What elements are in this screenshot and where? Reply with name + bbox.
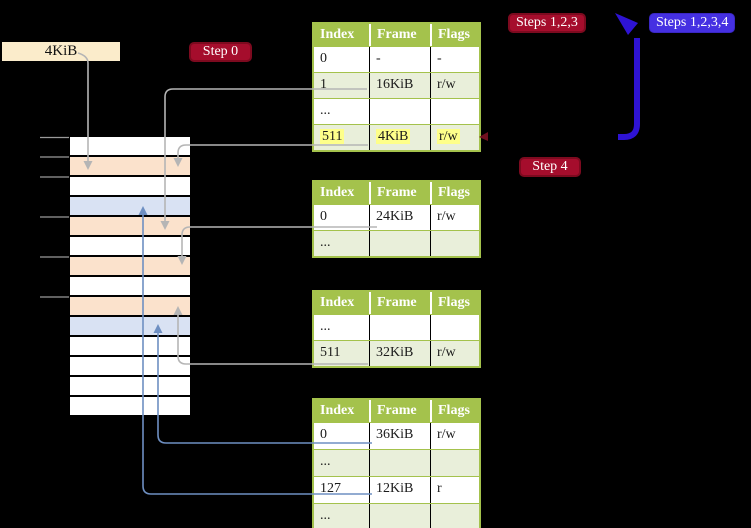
memory-frame: [70, 397, 190, 415]
cell-index: 1: [320, 77, 327, 92]
memory-frame: [70, 277, 190, 295]
cell-index: ...: [320, 454, 331, 469]
cell-index: 0: [320, 51, 327, 66]
cell-flags: [430, 504, 479, 528]
page-table-level-2: Index Frame Flags 0 24KiB r/w ...: [312, 180, 481, 258]
table-row: 511 32KiB r/w: [314, 340, 479, 366]
cell-index: ...: [320, 235, 331, 250]
badge-steps-1-2-3: Steps 1,2,3: [508, 13, 586, 33]
physical-memory-column: [70, 137, 190, 417]
cell-frame: [369, 450, 430, 476]
table-row: ...: [314, 449, 479, 476]
cell-frame: 12KiB: [369, 477, 430, 503]
cell-frame: [369, 315, 430, 340]
cell-flags: r/w: [430, 341, 479, 366]
cell-flags: r/w: [430, 205, 479, 230]
table-row: 1 16KiB r/w: [314, 72, 479, 98]
cell-frame: 4KiB: [369, 125, 430, 150]
memory-tick-marks: [40, 136, 69, 298]
column-header-frame: Frame: [369, 182, 430, 204]
frame-size-label: 4KiB: [2, 42, 120, 61]
cell-frame: 36KiB: [369, 423, 430, 449]
column-header-flags: Flags: [430, 400, 479, 422]
memory-frame: [70, 357, 190, 375]
highlight: 511: [320, 129, 345, 144]
cell-flags: r: [430, 477, 479, 503]
cell-index: 0: [320, 209, 327, 224]
memory-frame: [70, 217, 190, 235]
column-header-index: Index: [320, 185, 355, 200]
table-header-row: Index Frame Flags: [314, 292, 479, 314]
cell-frame: 32KiB: [369, 341, 430, 366]
memory-frame: [70, 237, 190, 255]
table-row: ...: [314, 503, 479, 528]
badge-step-4: Step 4: [519, 157, 581, 177]
table-row: ...: [314, 98, 479, 124]
page-table-level-top: Index Frame Flags 0 - - 1 16KiB r/w ... …: [312, 22, 481, 152]
highlight: r/w: [437, 129, 460, 144]
cell-frame: [369, 504, 430, 528]
cell-index: 511: [320, 345, 341, 360]
cell-frame: 24KiB: [369, 205, 430, 230]
memory-frame: [70, 157, 190, 175]
table-header-row: Index Frame Flags: [314, 400, 479, 422]
memory-frame: [70, 177, 190, 195]
cell-index: 511: [314, 125, 369, 150]
page-table-level-1: Index Frame Flags 0 36KiB r/w ... 127 12…: [312, 398, 481, 528]
cell-frame: 16KiB: [369, 73, 430, 98]
cell-frame: [369, 99, 430, 124]
column-header-frame: Frame: [369, 400, 430, 422]
memory-frame: [70, 297, 190, 315]
highlight: 4KiB: [376, 129, 411, 144]
column-header-index: Index: [320, 27, 355, 42]
cell-index: 127: [320, 481, 341, 496]
cell-frame: -: [369, 47, 430, 72]
cell-flags: [430, 99, 479, 124]
column-header-frame: Frame: [369, 24, 430, 46]
column-header-index: Index: [320, 295, 355, 310]
badge-steps-1-2-3-4: Steps 1,2,3,4: [649, 13, 736, 33]
cell-index: ...: [320, 508, 331, 523]
memory-frame: [70, 337, 190, 355]
table-row: ...: [314, 314, 479, 340]
table-row: ...: [314, 230, 479, 256]
table-row: 127 12KiB r: [314, 476, 479, 503]
cell-frame: [369, 231, 430, 256]
cell-flags: [430, 450, 479, 476]
recursive-arrow: [615, 13, 640, 140]
cell-index: 0: [320, 427, 327, 442]
cell-flags: [430, 231, 479, 256]
memory-frame: [70, 137, 190, 155]
column-header-frame: Frame: [369, 292, 430, 314]
cell-index: ...: [320, 319, 331, 334]
cell-flags: r/w: [430, 73, 479, 98]
column-header-flags: Flags: [430, 24, 479, 46]
table-row-recursive-entry: 511 4KiB r/w: [314, 124, 479, 150]
memory-frame: [70, 257, 190, 275]
memory-frame: [70, 197, 190, 215]
memory-frame: [70, 317, 190, 335]
table-row: 0 36KiB r/w: [314, 422, 479, 449]
badge-step-0: Step 0: [189, 42, 252, 62]
column-header-flags: Flags: [430, 292, 479, 314]
cell-flags: [430, 315, 479, 340]
cell-flags: r/w: [430, 423, 479, 449]
page-table-level-3: Index Frame Flags ... 511 32KiB r/w: [312, 290, 481, 368]
cell-flags: -: [430, 47, 479, 72]
table-header-row: Index Frame Flags: [314, 182, 479, 204]
memory-frame: [70, 377, 190, 395]
column-header-flags: Flags: [430, 182, 479, 204]
table-row: 0 - -: [314, 46, 479, 72]
table-header-row: Index Frame Flags: [314, 24, 479, 46]
column-header-index: Index: [320, 403, 355, 418]
cell-index: ...: [320, 103, 331, 118]
cell-flags: r/w: [430, 125, 479, 150]
table-row: 0 24KiB r/w: [314, 204, 479, 230]
